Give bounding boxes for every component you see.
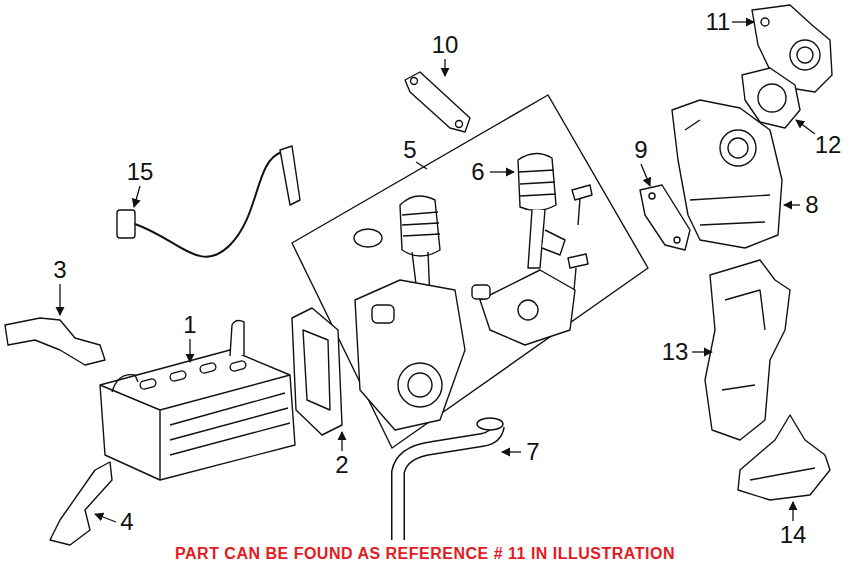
callout-number: 5 xyxy=(403,138,416,162)
callout-number: 11 xyxy=(706,10,731,34)
callout-number: 7 xyxy=(526,440,539,464)
callout-number: 15 xyxy=(127,160,154,184)
callout-number: 10 xyxy=(432,33,459,57)
callout-number: 4 xyxy=(120,510,133,534)
callout-number: 2 xyxy=(335,453,348,477)
callout-number: 14 xyxy=(780,523,807,547)
callout-number: 9 xyxy=(634,138,647,162)
callout-number: 12 xyxy=(815,133,842,157)
callout-number: 3 xyxy=(53,258,66,282)
callout-number: 13 xyxy=(662,340,689,364)
callout-number: 8 xyxy=(805,193,818,217)
callout-number: 6 xyxy=(471,160,484,184)
callout-number: 1 xyxy=(183,313,196,337)
part-note: PART CAN BE FOUND AS REFERENCE # 11 IN I… xyxy=(175,544,675,563)
